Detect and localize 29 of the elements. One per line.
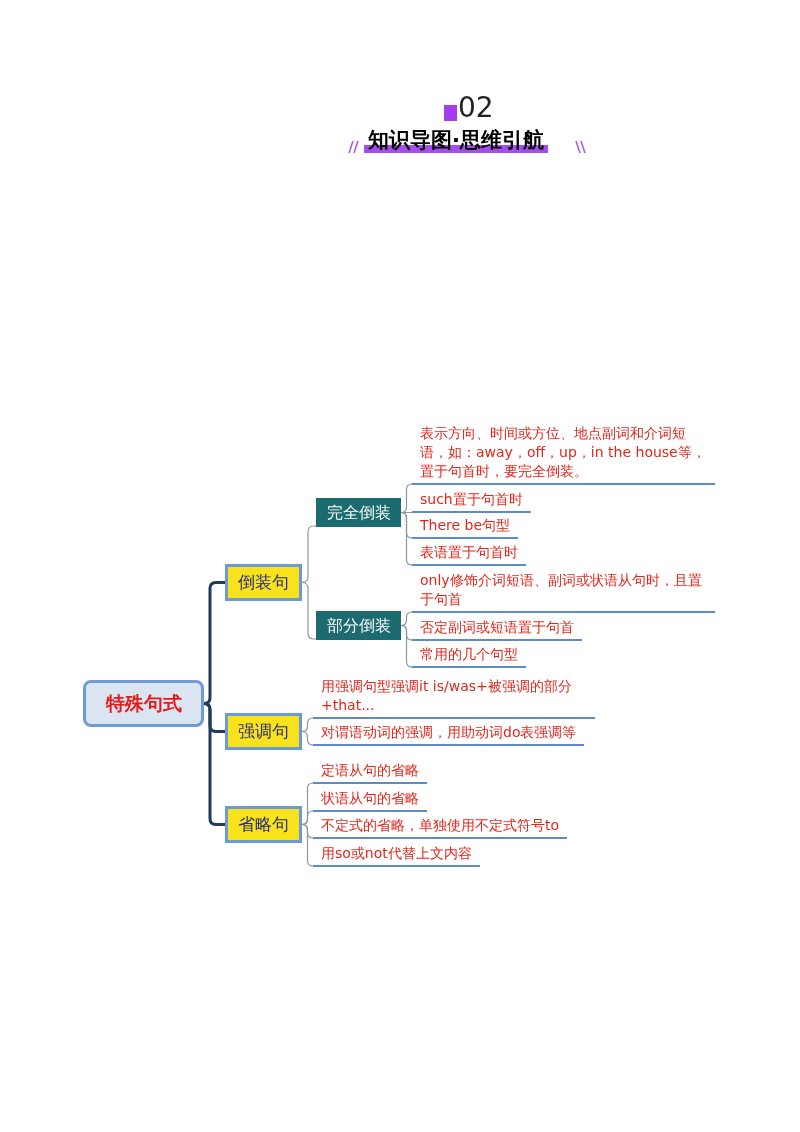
branch-text: 不定式的省略，单独使用不定式符号to	[313, 814, 568, 839]
connector-line	[400, 624, 413, 668]
branch-text: such置于句首时	[412, 488, 531, 513]
connector-line	[301, 730, 314, 746]
connector-line	[301, 823, 314, 867]
section-number: 02	[458, 92, 494, 124]
connector-line	[202, 702, 227, 826]
branch-text: 否定副词或短语置于句首	[412, 616, 582, 641]
branch-text: 对谓语动词的强调，用助动词do表强调等	[313, 721, 585, 746]
branch-text: There be句型	[412, 514, 519, 539]
connector-line	[400, 611, 413, 627]
subtopic-box: 部分倒装	[316, 611, 401, 640]
topic-box: 强调句	[225, 713, 302, 750]
connector-line	[400, 483, 413, 514]
connector-line	[301, 810, 314, 826]
connector-line	[400, 511, 413, 566]
central-topic-box: 特殊句式	[83, 680, 204, 727]
branch-text: 表示方向、时间或方位、地点副词和介词短语，如：away，off，up，in the house等，置于句首时，要完全倒装。	[412, 422, 715, 485]
branch-text: only修饰介词短语、副词或状语从句时，且置于句首	[412, 569, 715, 613]
branch-text: 表语置于句首时	[412, 541, 526, 566]
branch-text: 用so或not代替上文内容	[313, 842, 480, 867]
topic-box: 省略句	[225, 806, 302, 843]
subtopic-box: 完全倒装	[316, 498, 401, 527]
connector-line	[301, 717, 314, 733]
branch-text: 用强调句型强调it is/was+被强调的部分+that...	[313, 675, 595, 719]
topic-box: 倒装句	[225, 564, 302, 601]
branch-text: 常用的几个句型	[412, 643, 526, 668]
branch-text: 定语从句的省略	[313, 759, 427, 784]
branch-text: 状语从句的省略	[313, 787, 427, 812]
